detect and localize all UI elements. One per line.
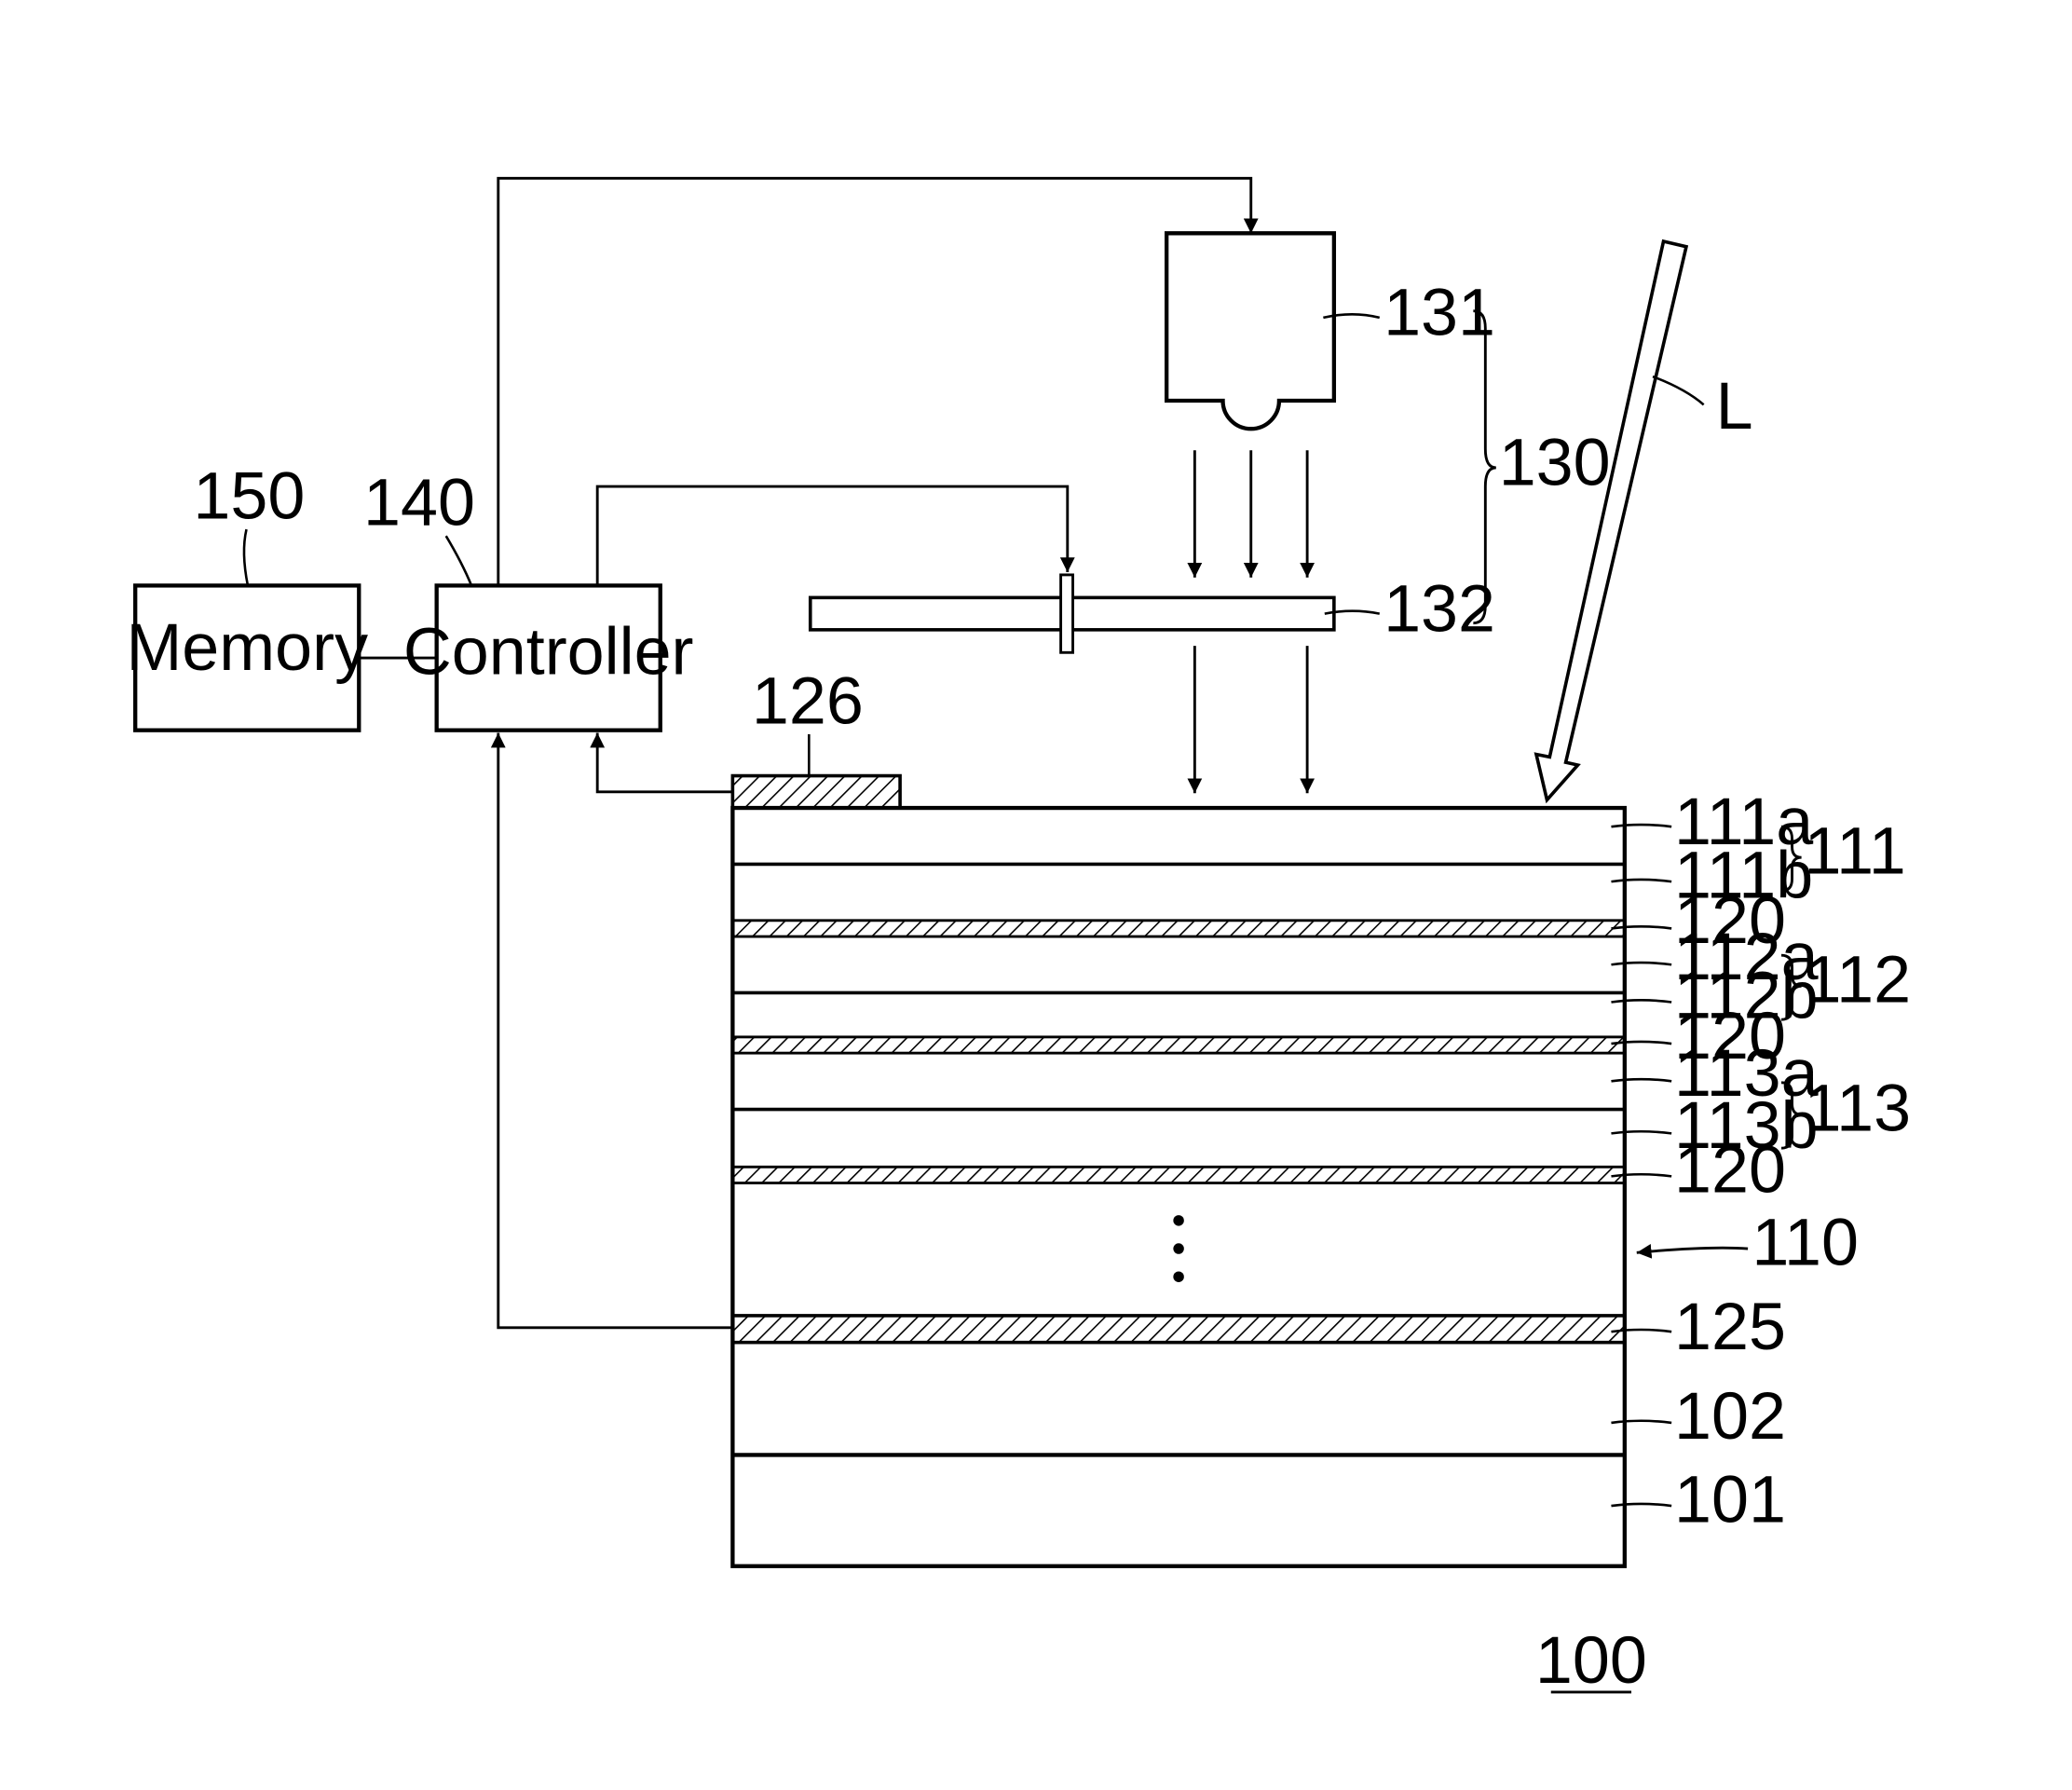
ref-100: 100: [1535, 1623, 1647, 1698]
light-arrows-upper: [1194, 450, 1307, 578]
leader-140: [446, 536, 471, 585]
light-source-131: [1166, 233, 1334, 429]
ref-L: L: [1716, 369, 1753, 444]
memory-label: Memory: [126, 610, 368, 685]
mask-132: [811, 575, 1334, 652]
controller-to-source-line: [498, 178, 1251, 585]
ref-150: 150: [193, 459, 305, 534]
sensor-126: [732, 776, 900, 809]
ref-112: 112: [1804, 943, 1911, 1018]
light-beam-L: [1536, 241, 1686, 799]
ref-113: 113: [1804, 1072, 1911, 1146]
sensor-to-controller-line: [597, 733, 732, 792]
leader-132: [1325, 611, 1380, 614]
leader-150: [244, 529, 248, 585]
ref-120-c: 120: [1674, 1133, 1786, 1208]
electrode-to-controller-line: [498, 733, 733, 1328]
layer-stack-110: [732, 808, 1624, 1566]
controller-block: Controller: [403, 585, 694, 730]
ref-132: 132: [1384, 571, 1495, 646]
ref-111: 111: [1804, 813, 1905, 888]
layer-120-b: [732, 1037, 1624, 1053]
ref-102: 102: [1674, 1379, 1786, 1454]
ellipsis-dot: [1173, 1215, 1184, 1226]
controller-to-mask-line: [597, 486, 1068, 585]
electrode-125: [732, 1316, 1624, 1343]
ref-130: 130: [1499, 426, 1611, 500]
ellipsis-dot: [1173, 1243, 1184, 1254]
memory-block: Memory: [126, 585, 368, 730]
ref-125: 125: [1674, 1290, 1786, 1364]
leader-131: [1323, 314, 1379, 318]
ref-101: 101: [1674, 1462, 1786, 1537]
indicator-110: [1637, 1248, 1748, 1252]
controller-label: Controller: [403, 614, 694, 689]
light-arrows-lower: [1194, 646, 1307, 793]
ref-110: 110: [1752, 1205, 1859, 1279]
leader-L: [1653, 376, 1704, 404]
ellipsis-dot: [1173, 1271, 1184, 1282]
layer-120-a: [732, 921, 1624, 936]
ref-126: 126: [752, 663, 864, 738]
layer-120-c: [732, 1167, 1624, 1182]
ref-140: 140: [363, 466, 475, 540]
